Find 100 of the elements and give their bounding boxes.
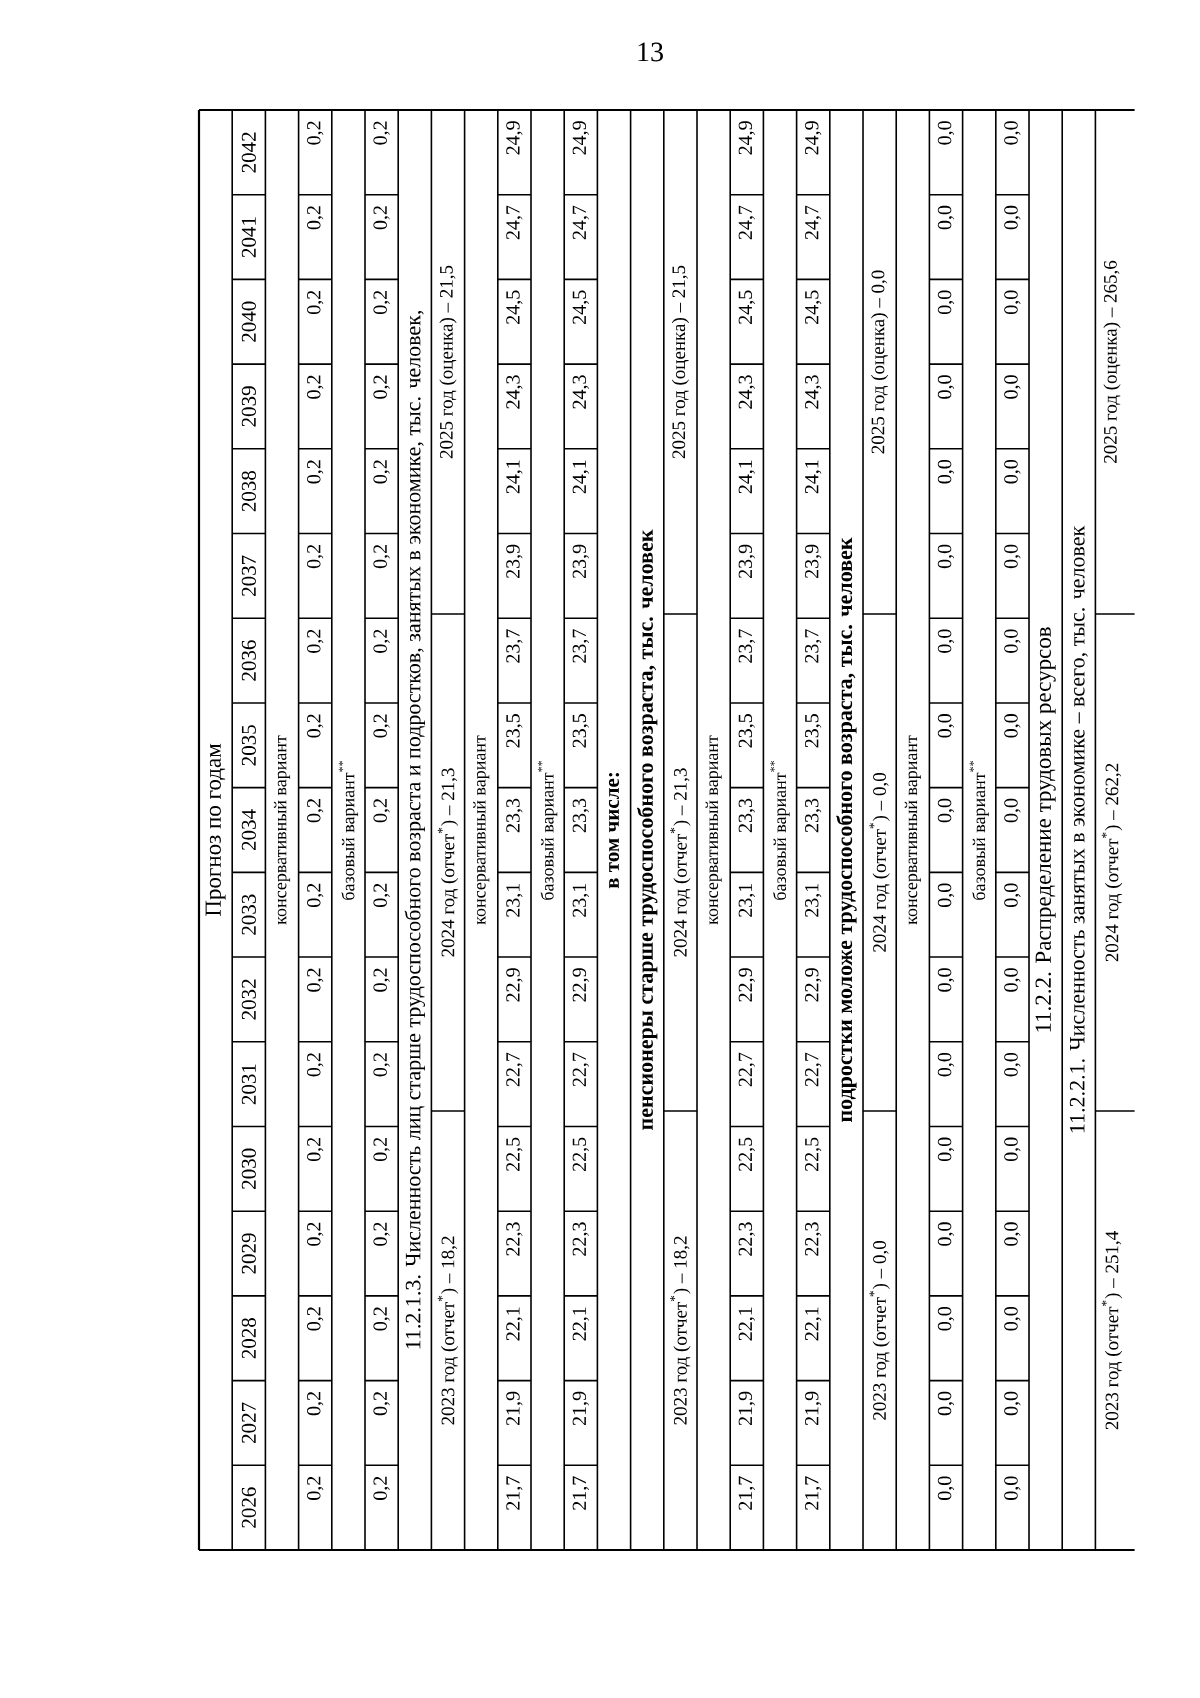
- table-cell: 0,0: [1004, 459, 1021, 484]
- subheading: подростки моложе трудоспособного возраста, тыс. человек: [836, 537, 857, 1122]
- year-header: 2035: [241, 725, 256, 766]
- variant-label: консервативный вариант: [904, 735, 921, 925]
- table-cell: 22,5: [572, 1137, 589, 1171]
- table-cell: 23,1: [572, 883, 589, 917]
- period-cell: 2024 год (отчет$^{*}$) – 0,0: [869, 773, 890, 952]
- year-header: 2040: [241, 301, 256, 342]
- year-header: 2032: [241, 979, 256, 1020]
- table-cell: 0,2: [307, 714, 324, 738]
- table-cell: 24,9: [805, 121, 822, 155]
- table-cell: 0,2: [373, 1053, 390, 1077]
- table-cell: 0,0: [937, 883, 955, 907]
- table-cell: 0,0: [937, 1137, 955, 1162]
- table-cell: 21,9: [506, 1391, 523, 1426]
- table-cell: 23,1: [805, 883, 822, 917]
- table-cell: 0,2: [373, 545, 390, 569]
- table-cell: 0,0: [937, 1391, 955, 1416]
- table-cell: 21,7: [738, 1476, 755, 1510]
- table-cell: 0,2: [307, 968, 324, 992]
- table-cell: 0,0: [1004, 121, 1021, 145]
- year-header: 2039: [241, 386, 256, 427]
- table-cell: 0,2: [307, 883, 324, 907]
- table-cell: 22,5: [805, 1137, 822, 1171]
- table-cell: 0,0: [937, 714, 955, 738]
- year-header: 2037: [241, 555, 256, 596]
- table-cell: 24,7: [738, 205, 755, 240]
- table-cell: 23,5: [738, 714, 755, 748]
- table-cell: 24,5: [738, 290, 755, 324]
- period-cell: 2023 год (отчет$^{*}$) – 18,2: [437, 1236, 459, 1425]
- table-cell: 0,0: [937, 121, 955, 145]
- table-cell: 21,7: [572, 1476, 589, 1510]
- table-cell: 0,2: [307, 629, 324, 653]
- table-cell: 22,3: [805, 1222, 822, 1256]
- table-cell: 23,7: [572, 629, 589, 663]
- table-cell: 22,1: [506, 1307, 523, 1341]
- table-cell: 0,2: [307, 799, 324, 823]
- table-cell: 0,0: [937, 290, 955, 315]
- table-cell: 0,0: [937, 1476, 955, 1500]
- variant-label: консервативный вариант: [273, 735, 291, 925]
- table-cell: 22,7: [738, 1052, 755, 1087]
- table-cell: 0,0: [937, 459, 955, 484]
- table-cell: 0,2: [373, 629, 390, 653]
- table-cell: 22,7: [506, 1052, 523, 1087]
- table-cell: 0,0: [937, 1052, 955, 1077]
- table-cell: 0,2: [373, 883, 390, 907]
- table-cell: 22,5: [506, 1137, 523, 1171]
- table-cell: 0,0: [937, 1222, 955, 1246]
- table-cell: 24,9: [738, 121, 755, 155]
- table-cell: 0,0: [1004, 1307, 1021, 1331]
- table-cell: 23,5: [506, 714, 523, 748]
- section-heading: 11.2.2. Распределение трудовых ресурсов: [1035, 627, 1056, 1032]
- table-cell: 0,0: [1004, 1052, 1021, 1077]
- table-cell: 0,2: [373, 714, 390, 738]
- table-cell: 0,2: [307, 1137, 324, 1162]
- table-cell: 0,2: [373, 460, 390, 484]
- table-cell: 22,1: [738, 1307, 755, 1341]
- table-cell: 22,9: [572, 968, 589, 1002]
- table-cell: 23,5: [805, 714, 822, 748]
- year-header: 2034: [241, 809, 256, 851]
- table-cell: 22,5: [738, 1137, 755, 1171]
- table-cell: 0,2: [373, 1222, 390, 1246]
- period-cell: 2023 год (отчет$^{*}$) – 18,2: [670, 1236, 691, 1425]
- table-cell: 22,7: [805, 1052, 822, 1087]
- table-cell: 23,7: [738, 629, 755, 663]
- table-cell: 23,7: [506, 629, 523, 663]
- period-cell: 2025 год (оценка) – 0,0: [871, 270, 889, 454]
- variant-label: базовый вариант$^{**}$: [969, 760, 989, 900]
- table-cell: 0,2: [307, 290, 324, 315]
- year-header: 2029: [241, 1233, 256, 1274]
- table-cell: 22,7: [572, 1052, 589, 1087]
- table-cell: 0,2: [373, 375, 390, 399]
- table-cell: 24,9: [572, 121, 589, 155]
- variant-label: консервативный вариант: [473, 735, 490, 925]
- table-cell: 21,7: [805, 1476, 822, 1510]
- table-cell: 24,7: [805, 205, 822, 240]
- year-header: 2028: [241, 1318, 256, 1359]
- table-cell: 24,1: [805, 460, 822, 494]
- subheading: пенсионеры старше трудоспособного возраста, тыс. человек: [636, 529, 658, 1130]
- table-cell: 0,0: [1004, 1391, 1021, 1416]
- table-cell: 22,9: [805, 968, 822, 1002]
- table-cell: 22,9: [738, 968, 755, 1002]
- table-cell: 24,9: [506, 121, 523, 155]
- table-cell: 0,2: [373, 290, 390, 315]
- page-number: 13: [638, 42, 663, 62]
- table-cell: 23,3: [738, 798, 755, 833]
- variant-label: базовый вариант$^{**}$: [338, 760, 359, 900]
- table-cell: 24,5: [572, 290, 589, 324]
- table-cell: 0,2: [373, 1476, 390, 1500]
- table-cell: 0,2: [307, 375, 324, 399]
- table-cell: 0,2: [307, 1222, 324, 1246]
- table-cell: 0,0: [1004, 714, 1021, 738]
- period-cell: 2025 год (оценка) – 21,5: [671, 265, 689, 459]
- table-cell: 21,7: [506, 1476, 523, 1510]
- year-header: 2033: [241, 894, 256, 935]
- section-heading: 11.2.1.3. Численность лиц старше трудоспособного возраста и подростков, занятых в экономике, тыс. человек,: [404, 311, 426, 1349]
- period-cell: 2024 год (отчет$^{*}$) – 262,2: [1101, 763, 1123, 962]
- table-cell: 0,2: [307, 545, 324, 569]
- table-cell: 23,1: [506, 883, 523, 917]
- table-cell: 0,2: [373, 1137, 390, 1162]
